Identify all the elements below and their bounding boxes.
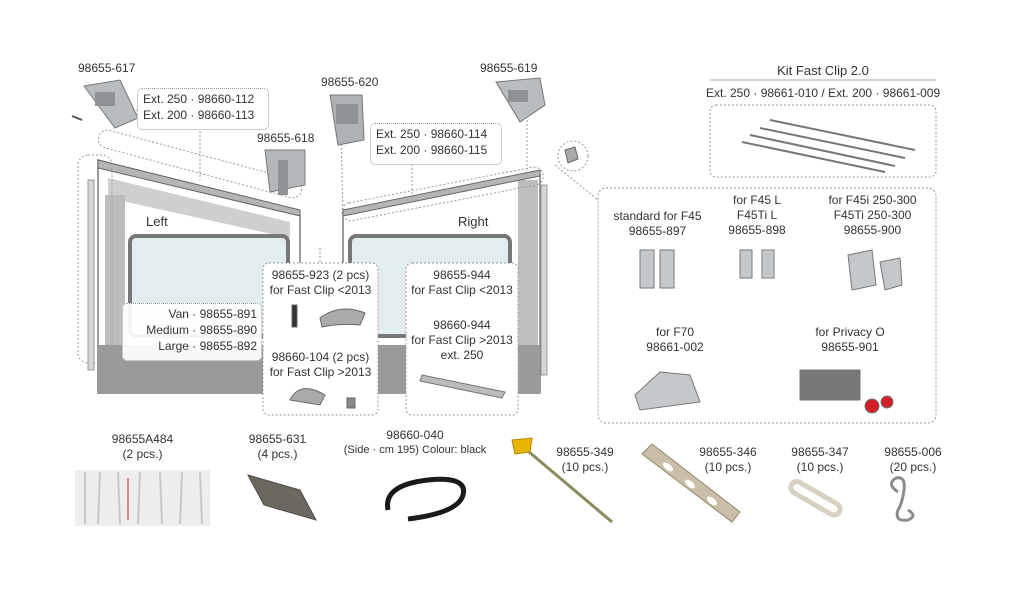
part-98655-347-code: 98655-347	[791, 445, 849, 459]
variant-f70-code: 98661-002	[646, 340, 704, 354]
ext-right-line1: Ext. 250 · 98660-114	[376, 127, 488, 141]
part-98655-620-image	[329, 94, 365, 146]
variant-f45-title: standard for F45	[613, 209, 702, 223]
clip-a-line3: 98660-104 (2 pcs)	[271, 350, 370, 364]
clip-b-line5: ext. 250	[440, 348, 484, 362]
variant-f45-code: 98655-897	[628, 224, 687, 238]
clip-a-line2: for Fast Clip <2013	[269, 283, 372, 297]
part-98655-631-label: 98655-631 (4 pcs.)	[235, 432, 320, 462]
ext-left-line1: Ext. 250 · 98660-112	[143, 92, 255, 106]
clip-box-a-text-bottom: 98660-104 (2 pcs) for Fast Clip >2013	[263, 350, 378, 380]
part-98655-349-label: 98655-349 (10 pcs.)	[545, 445, 625, 475]
part-98660-040-desc: (Side · cm 195) Colour: black	[343, 444, 487, 456]
part-98655-618-label: 98655-618	[257, 131, 315, 145]
panel-left-label: Left	[146, 214, 168, 229]
part-98655-347-qty: (10 pcs.)	[796, 460, 844, 474]
clip-box-b-text-top: 98655-944 for Fast Clip <2013	[406, 268, 518, 298]
kit-rails-image	[741, 119, 916, 173]
panel-right-label: Right	[458, 214, 489, 229]
part-98655-619-image	[495, 77, 546, 123]
clip-b-line4: for Fast Clip >2013	[411, 333, 513, 347]
part-98655A484-qty: (2 pcs.)	[122, 447, 163, 461]
part-98655-631-code: 98655-631	[248, 432, 307, 446]
clip-a-line1: 98655-923 (2 pcs)	[271, 268, 370, 282]
left-pole	[77, 154, 113, 364]
clip-b-line2: for Fast Clip <2013	[411, 283, 513, 297]
clip-box-a	[262, 262, 379, 416]
part-98655-006-code: 98655-006	[884, 445, 942, 459]
part-98655-631-image	[247, 474, 317, 521]
part-98655-346-qty: (10 pcs.)	[704, 460, 752, 474]
variant-f70-title: for F70	[655, 325, 694, 339]
ext-right-line2: Ext. 200 · 98660-115	[376, 143, 488, 157]
clip-detail-icon	[557, 140, 589, 172]
kit-title: Kit Fast Clip 2.0	[777, 63, 869, 78]
part-98655-619-label: 98655-619	[480, 61, 538, 75]
part-98655-631-qty: (4 pcs.)	[257, 447, 298, 461]
variant-f45l-title2: F45Ti L	[736, 208, 778, 222]
part-98655-617-image	[71, 79, 139, 129]
part-98660-040-code: 98660-040	[386, 428, 444, 442]
part-98660-040-label: 98660-040 (Side · cm 195) Colour: black	[335, 428, 495, 458]
right-pole	[540, 184, 548, 376]
variant-privacy-title: for Privacy O	[815, 325, 885, 339]
part-98655A484-label: 98655A484 (2 pcs.)	[95, 432, 190, 462]
part-98655A484-code: 98655A484	[111, 432, 174, 446]
part-98655-349-code: 98655-349	[556, 445, 614, 459]
part-98655-347-label: 98655-347 (10 pcs.)	[780, 445, 860, 475]
clip-box-a-text-top: 98655-923 (2 pcs) for Fast Clip <2013	[263, 268, 378, 298]
part-98655-349-qty: (10 pcs.)	[561, 460, 609, 474]
part-98655-006-image	[890, 476, 915, 522]
part-98655-006-label: 98655-006 (20 pcs.)	[873, 445, 953, 475]
variant-f45l: for F45 L F45Ti L 98655-898	[712, 193, 802, 238]
variant-f45i: for F45i 250-300 F45Ti 250-300 98655-900	[815, 193, 930, 238]
part-98655-620-label: 98655-620	[321, 75, 379, 89]
clip-box-b-parts	[419, 374, 506, 399]
clip-a-line4: for Fast Clip >2013	[269, 365, 372, 379]
part-98655A484-image	[75, 470, 210, 526]
part-98655-346-label: 98655-346 (10 pcs.)	[688, 445, 768, 475]
variant-f70: for F70 98661-002	[630, 325, 720, 355]
variant-f45l-code: 98655-898	[728, 223, 786, 237]
sizes-box: Van · 98655-891 Medium · 98655-890 Large…	[122, 303, 262, 361]
variant-f45i-code: 98655-900	[843, 223, 902, 237]
kit-subtitle: Ext. 250 · 98661-010 / Ext. 200 · 98661-…	[706, 86, 941, 100]
variant-f45i-title2: F45Ti 250-300	[833, 208, 912, 222]
size-medium: Medium · 98655-890	[146, 323, 257, 337]
part-98655-347-image	[788, 479, 843, 518]
ext-right-box: Ext. 250 · 98660-114 Ext. 200 · 98660-11…	[370, 123, 502, 165]
ext-left-box: Ext. 250 · 98660-112 Ext. 200 · 98660-11…	[137, 88, 269, 130]
variant-f45i-title1: for F45i 250-300	[828, 193, 917, 207]
variants-box	[597, 187, 937, 424]
part-98655-006-qty: (20 pcs.)	[889, 460, 937, 474]
size-van: Van · 98655-891	[168, 307, 257, 321]
part-98660-040-image	[385, 476, 467, 522]
clip-b-line3: 98660-944	[433, 318, 491, 332]
variant-images	[634, 249, 903, 414]
part-98655-618-image	[264, 149, 306, 195]
clip-box-b-text-bottom: 98660-944 for Fast Clip >2013 ext. 250	[406, 318, 518, 363]
part-98655-617-label: 98655-617	[78, 61, 136, 75]
part-98655-346-image	[641, 443, 741, 523]
clip-box-a-parts	[289, 304, 366, 409]
variant-f45l-title1: for F45 L	[732, 193, 782, 207]
ext-left-line2: Ext. 200 · 98660-113	[143, 108, 255, 122]
variant-privacy: for Privacy O 98655-901	[795, 325, 905, 355]
part-98655-346-code: 98655-346	[699, 445, 757, 459]
variant-f45: standard for F45 98655-897	[605, 209, 710, 239]
size-large: Large · 98655-892	[158, 339, 257, 353]
clip-b-line1: 98655-944	[433, 268, 491, 282]
variant-privacy-code: 98655-901	[821, 340, 879, 354]
part-98655-349-image	[511, 437, 613, 524]
